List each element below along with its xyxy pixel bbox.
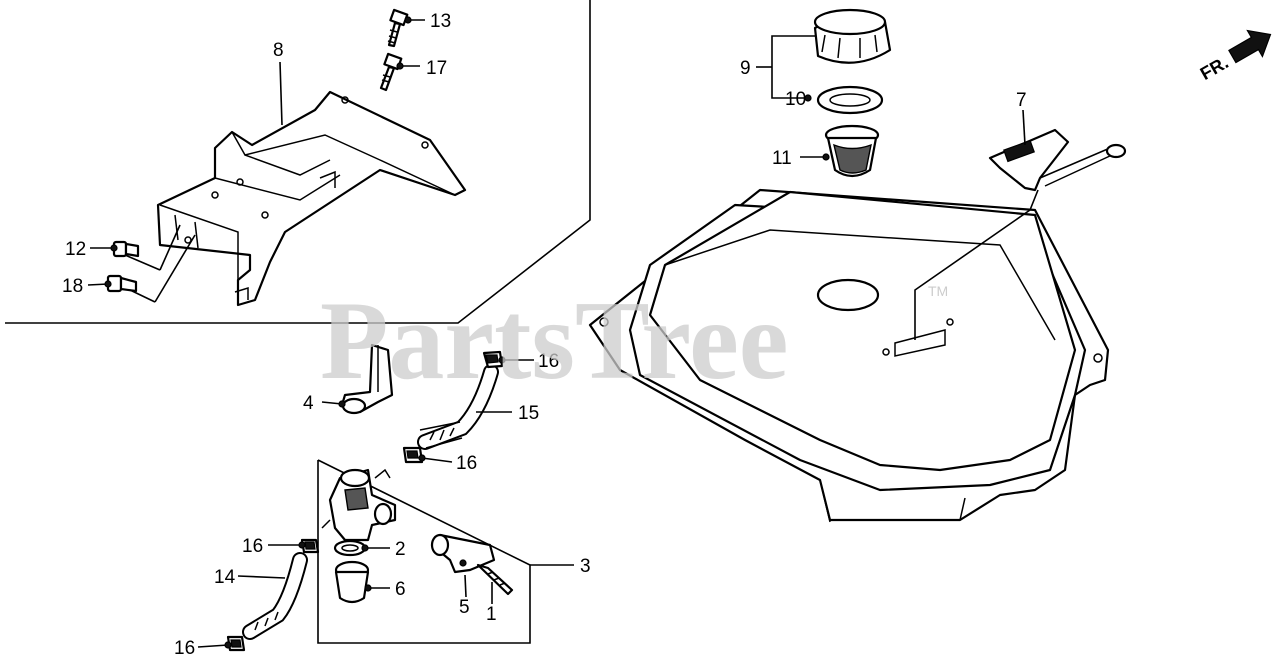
callout-18: 18: [62, 276, 83, 297]
part-5-lever[interactable]: [430, 533, 496, 574]
fuel-valve-body[interactable]: [321, 468, 397, 542]
callout-8: 8: [273, 40, 284, 61]
callout-10: 10: [785, 89, 806, 110]
watermark-trademark: TM: [928, 283, 948, 299]
part-8-bracket[interactable]: [156, 90, 467, 307]
fuel-tank[interactable]: [588, 188, 1110, 523]
leader-lines: [87, 19, 1039, 648]
front-label: FR.: [1197, 52, 1232, 84]
callout-16-mid: 16: [456, 453, 477, 474]
callout-9: 9: [740, 58, 751, 79]
part-13-bolt[interactable]: [387, 8, 409, 48]
part-7-fuel-gauge[interactable]: [988, 128, 1127, 192]
part-18-bolt[interactable]: [106, 274, 138, 293]
inset-panel-border: [5, 0, 591, 324]
valve-assembly-border: [317, 459, 531, 644]
callout-4: 4: [303, 393, 314, 414]
part-14-fuel-tube[interactable]: [242, 552, 308, 640]
part-17-bolt[interactable]: [379, 52, 403, 92]
callout-5: 5: [459, 597, 470, 618]
part-2-gasket[interactable]: [333, 539, 367, 557]
part-16-clip-top[interactable]: [482, 350, 504, 369]
callout-6: 6: [395, 579, 406, 600]
part-12-bolt[interactable]: [112, 240, 140, 258]
callout-7: 7: [1016, 90, 1027, 111]
callout-11: 11: [772, 148, 792, 169]
part-11-strainer[interactable]: [824, 124, 880, 178]
front-direction-marker: FR.: [1197, 29, 1272, 84]
callout-1: 1: [486, 604, 497, 625]
part-1-screw[interactable]: [476, 563, 514, 596]
callout-16-left-bottom: 16: [174, 638, 195, 659]
callout-dots: [104, 16, 830, 649]
callout-15: 15: [518, 403, 539, 424]
callout-13: 13: [430, 11, 451, 32]
part-6-cup[interactable]: [334, 560, 370, 604]
callout-17: 17: [426, 58, 447, 79]
part-9-fuel-cap[interactable]: [813, 8, 892, 64]
callout-14: 14: [214, 567, 236, 588]
callout-12: 12: [65, 239, 86, 260]
part-16-clip-mid[interactable]: [402, 446, 424, 464]
callout-16-top: 16: [538, 351, 559, 372]
callout-2: 2: [395, 539, 406, 560]
watermark-text: PartsTree: [320, 279, 789, 403]
part-15-fuel-tube[interactable]: [417, 364, 499, 450]
part-4-mount-bracket[interactable]: [340, 343, 394, 415]
callout-16-left-top: 16: [242, 536, 263, 557]
callout-3: 3: [580, 556, 591, 577]
part-10-gasket[interactable]: [816, 85, 884, 115]
arrow-right-icon: [1228, 29, 1272, 64]
